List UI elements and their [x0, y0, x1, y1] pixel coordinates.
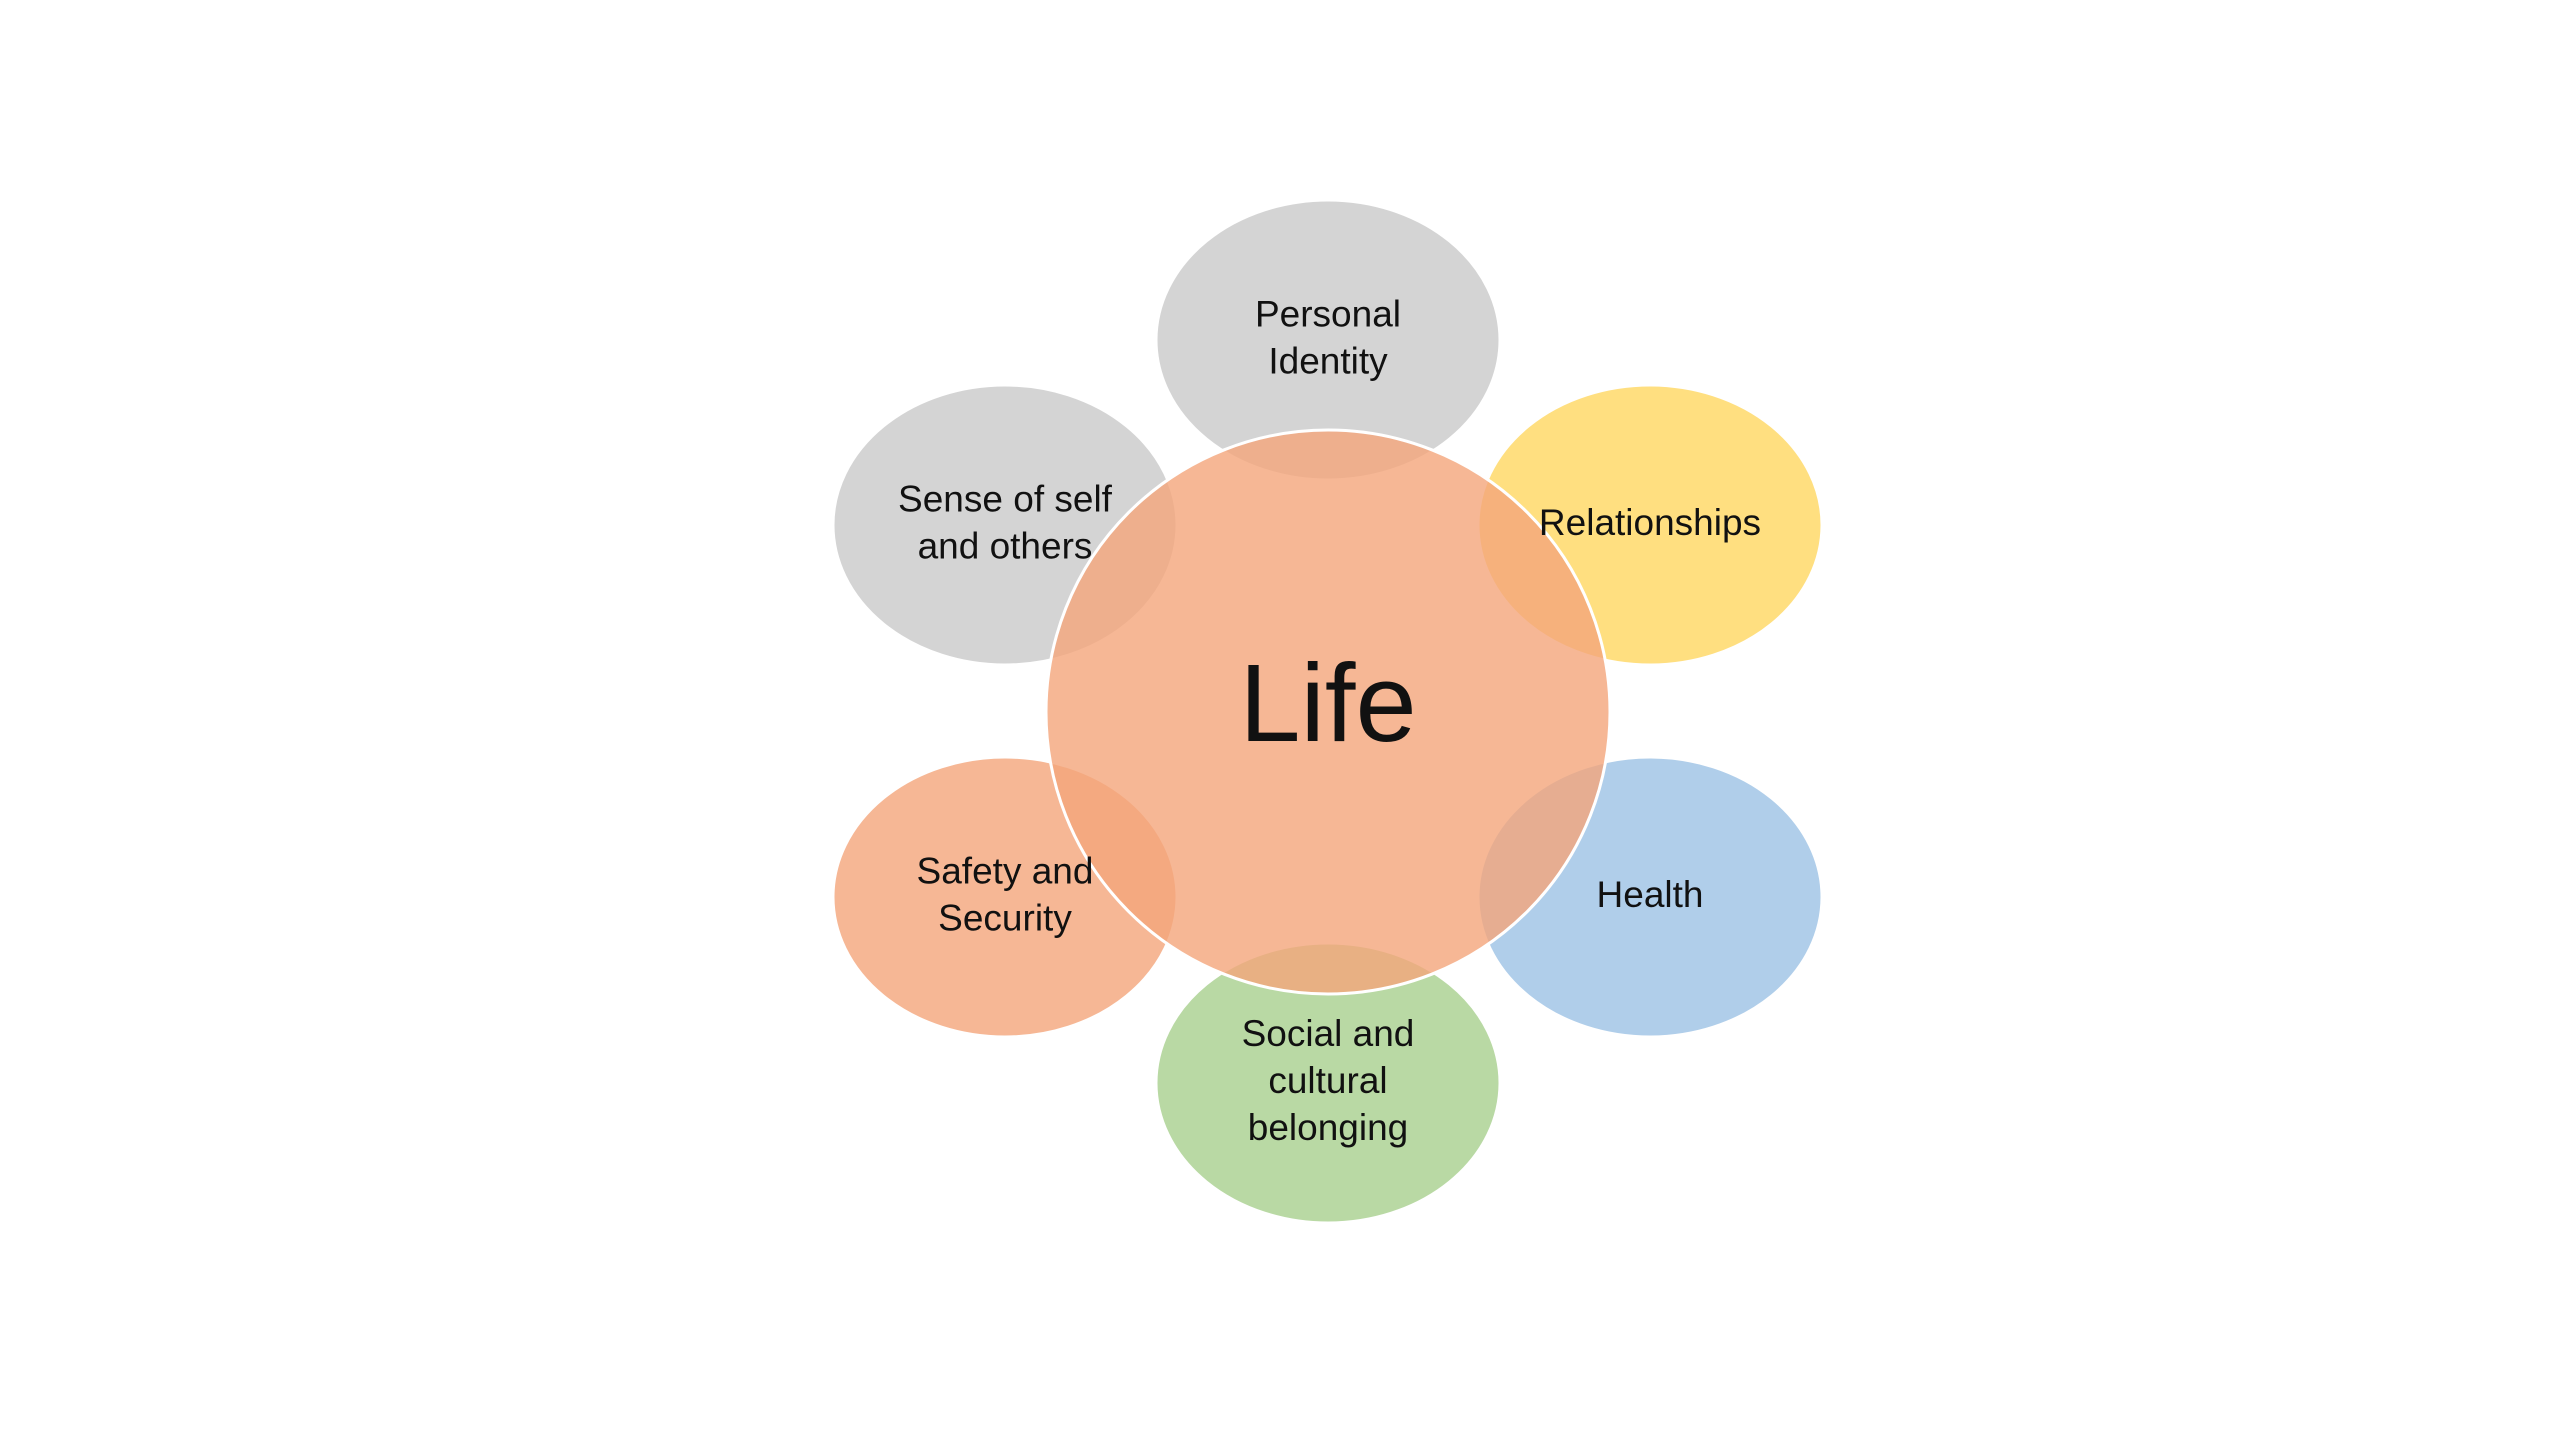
- relationships-label-line: Relationships: [1539, 502, 1761, 543]
- health-label-line: Health: [1597, 874, 1704, 915]
- safety-and-security-label-line: Security: [938, 897, 1072, 938]
- personal-identity-label-line: Identity: [1268, 340, 1388, 381]
- life-center-label: Life: [1239, 642, 1416, 765]
- social-and-cultural-belonging-label-line: Social and: [1242, 1013, 1415, 1054]
- sense-of-self-and-others-label-line: Sense of self: [898, 478, 1113, 519]
- safety-and-security-label-line: Safety and: [917, 850, 1094, 891]
- social-and-cultural-belonging-label-line: cultural: [1268, 1060, 1387, 1101]
- personal-identity-label-line: Personal: [1255, 293, 1401, 334]
- social-and-cultural-belonging-label-line: belonging: [1248, 1107, 1408, 1148]
- life-center-circle: [1044, 428, 1612, 996]
- sense-of-self-and-others-label-line: and others: [918, 525, 1093, 566]
